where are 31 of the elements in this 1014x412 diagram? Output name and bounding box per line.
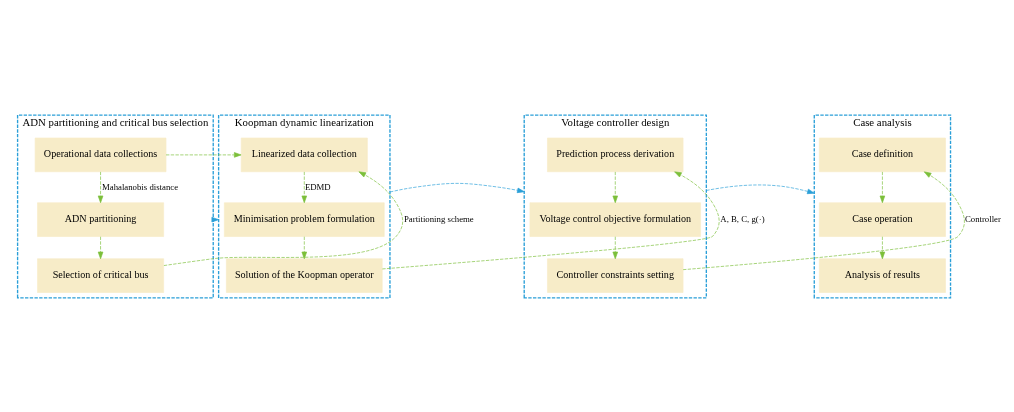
arrow [389,182,525,193]
node-box: ADN partitioning [37,201,164,237]
arrow [706,184,815,194]
arrow [382,170,720,269]
edge-label: Controller [964,213,1001,224]
arrow [301,171,307,203]
node-box: Selection of critical bus [37,257,164,293]
edge-label: Mahalanobis distance [102,181,179,192]
node-box: Analysis of results [819,257,946,293]
arrow [165,151,242,158]
arrow [163,170,404,266]
arrow [879,171,886,203]
edge-label: A, B, C, g(·) [720,213,765,224]
node-box: Controller constraints setting [547,257,684,293]
node-box: Prediction process derivation [547,137,684,172]
node-box: Case definition [819,137,946,172]
arrow [301,235,307,259]
node-box: Operational data collections [34,137,167,172]
node-box: Minimisation problem formulation [224,201,385,237]
arrow [879,235,886,259]
arrow [612,171,618,203]
node-box: Solution of the Koopman operator [226,257,383,293]
arrow [682,171,965,270]
arrow [612,235,618,259]
edge-label: EDMD [304,181,331,192]
edge-label: Partitioning scheme [403,213,474,224]
node-box: Linearized data collection [240,137,368,172]
arrow [97,171,104,203]
node-box: Voltage control objective formulation [529,201,701,237]
arrow [97,235,104,259]
node-box: Case operation [819,201,946,237]
